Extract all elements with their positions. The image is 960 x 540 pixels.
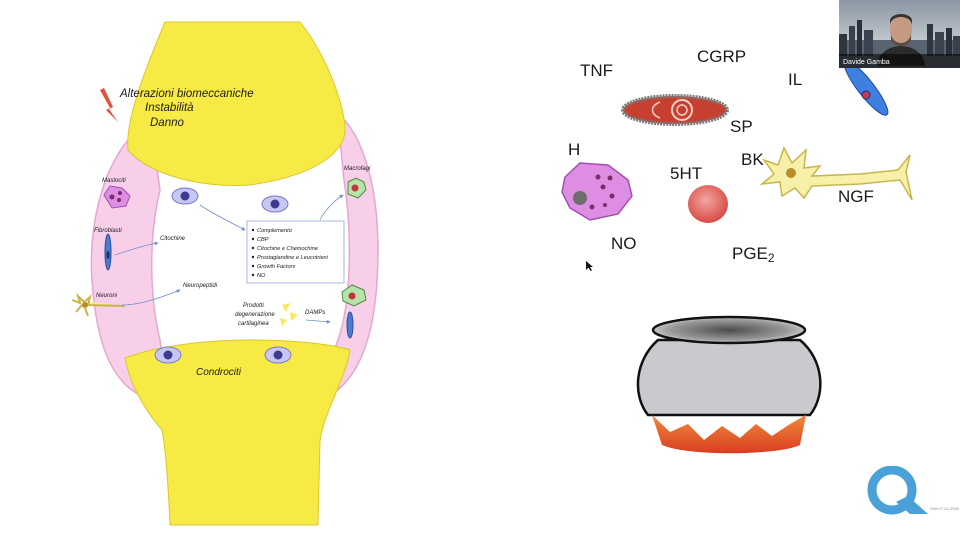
- mediators-list: Complemento CBP Citochine e Chemochine P…: [251, 228, 329, 279]
- fibroblast-icon: [346, 311, 354, 339]
- mouse-cursor-icon: [586, 261, 593, 271]
- mediator-ngf: NGF: [838, 187, 874, 206]
- chondrocyte: [264, 346, 292, 364]
- participant-name: Davide Gamba: [843, 59, 890, 66]
- label-neuroni: Neuroni: [96, 293, 118, 299]
- macrophage-icon: [347, 177, 367, 199]
- label-macrofagi: Macrofagi: [344, 166, 371, 172]
- damage-title-line2: Instabilità: [145, 102, 194, 114]
- flow-arrows: [114, 194, 344, 324]
- fire-icon: [652, 415, 806, 454]
- mediator-il: IL: [788, 70, 802, 89]
- mediator-bk: BK: [741, 150, 764, 169]
- q-logo-icon: [867, 466, 928, 515]
- skyline-image: [839, 20, 960, 56]
- mediator-item: Growth Factors: [257, 264, 295, 270]
- cauldron-icon: [636, 315, 822, 454]
- ngf-neuron-icon: [759, 146, 913, 201]
- logo-caption: GNA IT-01-2026: [930, 506, 959, 511]
- mediator-h: H: [568, 140, 580, 159]
- participant-name-bar: [839, 54, 960, 68]
- mediator-no: NO: [611, 234, 637, 253]
- fibroblast-icon: [104, 233, 112, 271]
- inflammatory-soup-diagram: TNF CGRP IL SP H BK 5HT NGF NO PGE2: [561, 47, 913, 454]
- damage-title-line1: Alterazioni biomeccaniche: [119, 88, 254, 100]
- macrophage-icon: [341, 284, 367, 307]
- neuron-icon: [71, 292, 126, 317]
- label-condrociti: Condrociti: [196, 367, 242, 378]
- synovium-right: [316, 106, 379, 393]
- mediator-item: Citochine e Chemochine: [257, 246, 318, 252]
- mediator-5ht: 5HT: [670, 164, 702, 183]
- chondrocyte: [154, 346, 182, 364]
- mediator-item: NO: [257, 273, 266, 279]
- cartilage-fragment-icon: [280, 303, 298, 326]
- mediator-item: Complemento: [257, 228, 292, 234]
- mast-cell-h-icon: [561, 162, 633, 221]
- damage-title-line3: Danno: [150, 117, 184, 129]
- mediator-item: Prostaglandine e Leucotrieni: [257, 255, 329, 261]
- joint-diagram: Alterazioni biomeccaniche Instabilità Da…: [71, 21, 379, 526]
- label-neuropeptidi: Neuropeptidi: [183, 283, 218, 289]
- mediator-pge-subscript: 2: [768, 251, 775, 265]
- synoviocyte: [261, 195, 289, 213]
- label-citochine: Citochine: [160, 236, 186, 242]
- mediator-sp: SP: [730, 117, 753, 136]
- mast-cell-icon: [103, 185, 131, 209]
- label-prodotti-line1: Prodotti: [243, 303, 264, 309]
- mediators-box: [246, 220, 345, 284]
- label-prodotti-line3: cartilaginea: [238, 321, 269, 327]
- lightning-icon: [100, 88, 118, 122]
- tnf-cell-icon: [621, 94, 729, 126]
- mediator-pge: PGE2: [732, 244, 775, 265]
- webcam-preview[interactable]: Davide Gamba: [839, 0, 960, 68]
- label-mastociti: Mastociti: [102, 178, 126, 184]
- label-fibroblasti: Fibroblasti: [94, 228, 122, 234]
- platelet-5ht-icon: [688, 185, 728, 223]
- label-damps: DAMPs: [305, 310, 325, 316]
- label-prodotti-line2: degenerazione: [235, 312, 275, 318]
- mediator-tnf: TNF: [580, 61, 613, 80]
- upper-bone: [127, 21, 346, 186]
- lower-bone: [124, 339, 351, 526]
- synoviocyte: [171, 187, 199, 205]
- mediator-cgrp: CGRP: [697, 47, 746, 66]
- mediator-item: CBP: [257, 237, 269, 243]
